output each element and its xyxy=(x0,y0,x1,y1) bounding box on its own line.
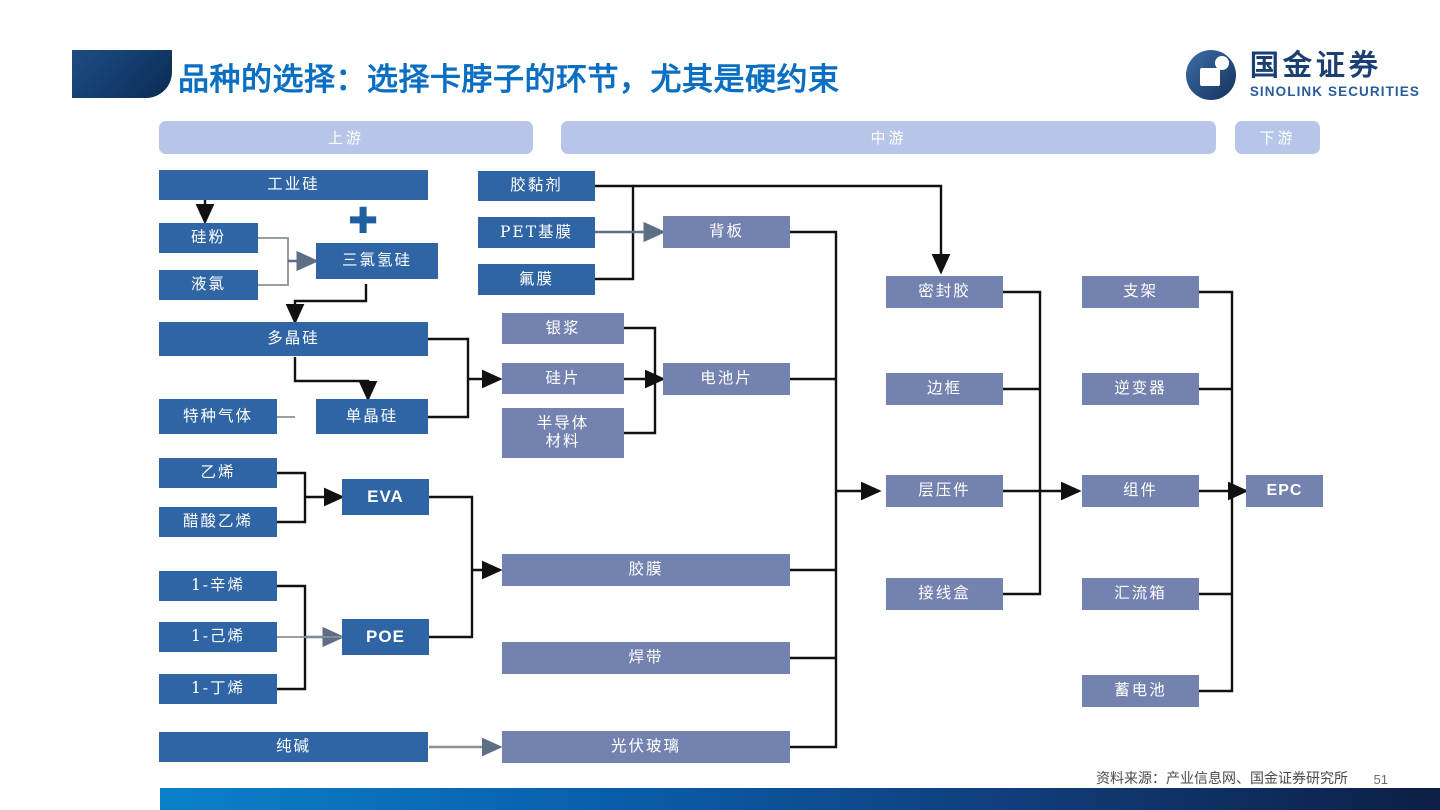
node-combiner-box[interactable]: 汇流箱 xyxy=(1082,578,1199,610)
page-number: 51 xyxy=(1373,772,1388,787)
node-vinyl-acetate[interactable]: 醋酸乙烯 xyxy=(159,507,277,537)
node-backsheet[interactable]: 背板 xyxy=(663,216,790,248)
node-silicon-wafer[interactable]: 硅片 xyxy=(502,363,624,394)
sinolink-logo-icon xyxy=(1184,48,1238,102)
footer-gradient-bar xyxy=(160,788,1440,810)
node-encapsulant-film[interactable]: 胶膜 xyxy=(502,554,790,586)
node-polysilicon[interactable]: 多晶硅 xyxy=(159,322,428,356)
node-frame[interactable]: 边框 xyxy=(886,373,1003,405)
plus-icon: ✚ xyxy=(348,201,379,242)
node-1-hexene[interactable]: 1-己烯 xyxy=(159,622,277,652)
node-ribbon[interactable]: 焊带 xyxy=(502,642,790,674)
node-1-octene[interactable]: 1-辛烯 xyxy=(159,571,277,601)
node-mounting-bracket[interactable]: 支架 xyxy=(1082,276,1199,308)
logo-chinese-name: 国金证券 xyxy=(1249,48,1382,83)
stage-bar-upstream: 上游 xyxy=(159,121,533,154)
header-accent-badge xyxy=(72,50,172,98)
node-pet-base-film[interactable]: PET基膜 xyxy=(478,217,595,248)
node-inverter[interactable]: 逆变器 xyxy=(1082,373,1199,405)
node-laminate[interactable]: 层压件 xyxy=(886,475,1003,507)
stage-bar-midstream: 中游 xyxy=(561,121,1216,154)
node-fluorine-film[interactable]: 氟膜 xyxy=(478,264,595,295)
node-semiconductor-material[interactable]: 半导体 材料 xyxy=(502,408,624,458)
node-pv-glass[interactable]: 光伏玻璃 xyxy=(502,731,790,763)
node-epc[interactable]: EPC xyxy=(1246,475,1323,507)
node-junction-box[interactable]: 接线盒 xyxy=(886,578,1003,610)
node-ethylene[interactable]: 乙烯 xyxy=(159,458,277,488)
node-1-butene[interactable]: 1-丁烯 xyxy=(159,674,277,704)
node-silicon-powder[interactable]: 硅粉 xyxy=(159,223,258,253)
node-monocrystalline-silicon[interactable]: 单晶硅 xyxy=(316,399,428,434)
node-trichlorosilane[interactable]: 三氯氢硅 xyxy=(316,243,438,279)
node-eva[interactable]: EVA xyxy=(342,479,429,515)
page-title: 品种的选择：选择卡脖子的环节，尤其是硬约束 xyxy=(178,62,840,98)
node-solar-cell[interactable]: 电池片 xyxy=(663,363,790,395)
node-sealant[interactable]: 密封胶 xyxy=(886,276,1003,308)
node-industrial-silicon[interactable]: 工业硅 xyxy=(159,170,428,200)
node-module[interactable]: 组件 xyxy=(1082,475,1199,507)
node-poe[interactable]: POE xyxy=(342,619,429,655)
node-storage-battery[interactable]: 蓄电池 xyxy=(1082,675,1199,707)
node-liquid-chlorine[interactable]: 液氯 xyxy=(159,270,258,300)
node-soda-ash[interactable]: 纯碱 xyxy=(159,732,428,762)
node-silver-paste[interactable]: 银浆 xyxy=(502,313,624,344)
company-logo: 国金证券 SINOLINK SECURITIES xyxy=(1184,48,1420,102)
source-note: 资料来源：产业信息网、国金证券研究所 xyxy=(1096,771,1348,787)
node-special-gas[interactable]: 特种气体 xyxy=(159,399,277,434)
node-adhesive[interactable]: 胶黏剂 xyxy=(478,171,595,201)
logo-english-name: SINOLINK SECURITIES xyxy=(1249,84,1420,100)
stage-bar-downstream: 下游 xyxy=(1235,121,1320,154)
